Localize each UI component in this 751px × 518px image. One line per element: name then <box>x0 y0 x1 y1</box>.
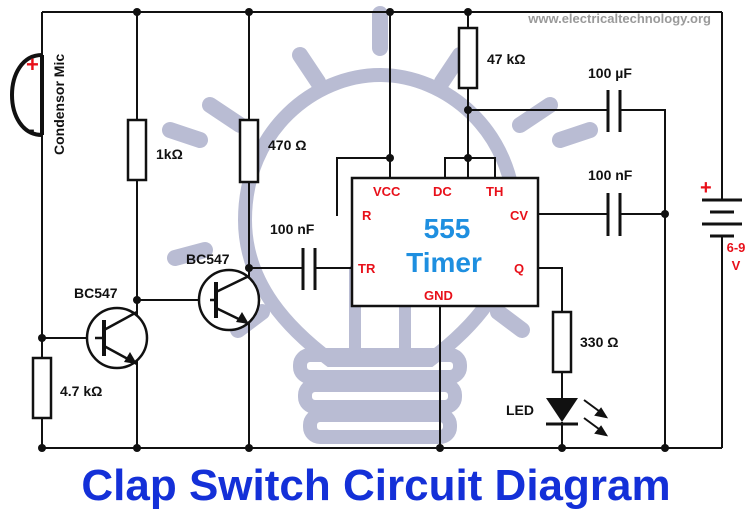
resistor-r1-label: 1kΩ <box>156 146 183 162</box>
microphone-icon <box>10 53 43 137</box>
resistor-r1: 1kΩ <box>126 118 183 182</box>
resistor-r3-label: 47 kΩ <box>487 51 525 67</box>
capacitor-cv-label: 100 nF <box>588 167 633 183</box>
pin-gnd-label: GND <box>424 288 453 303</box>
diagram-title: Clap Switch Circuit Diagram <box>81 461 670 510</box>
transistor-q2: BC547 <box>186 251 261 332</box>
resistor-r3: 47 kΩ <box>457 26 525 90</box>
resistor-r4: 4.7 kΩ <box>31 356 102 420</box>
junction-dots <box>38 8 669 452</box>
capacitor-coupling: 100 nF <box>270 221 317 290</box>
resistor-r4-label: 4.7 kΩ <box>60 383 102 399</box>
battery-plus-sign: + <box>700 177 712 199</box>
timer-title-word: Timer <box>406 247 482 278</box>
capacitor-timing-label: 100 µF <box>588 65 632 81</box>
resistor-r5: 330 Ω <box>551 310 618 374</box>
resistor-r5-label: 330 Ω <box>580 334 618 350</box>
capacitor-timing: 100 µF <box>588 65 632 132</box>
pin-vcc-label: VCC <box>373 184 401 199</box>
mic-plus-sign: + <box>26 52 39 77</box>
battery: + 6-9 V <box>700 177 745 273</box>
capacitor-coupling-label: 100 nF <box>270 221 315 237</box>
transistor-q1-label: BC547 <box>74 285 118 301</box>
pin-dc-label: DC <box>433 184 452 199</box>
condenser-mic: + - Condensor Mic <box>10 52 67 155</box>
battery-voltage-line2: V <box>732 258 741 273</box>
timer-title-number: 555 <box>424 213 471 244</box>
transistor-q2-label: BC547 <box>186 251 230 267</box>
mic-label: Condensor Mic <box>51 54 67 155</box>
pin-cv-label: CV <box>510 208 528 223</box>
transistor-q1: BC547 <box>74 285 149 370</box>
pin-q-label: Q <box>514 261 524 276</box>
light-rays-icon <box>583 399 609 437</box>
pin-r-label: R <box>362 208 372 223</box>
led: LED <box>506 398 609 437</box>
pin-th-label: TH <box>486 184 503 199</box>
mic-minus-sign: - <box>28 119 35 141</box>
watermark-text: www.electricaltechnology.org <box>527 11 711 26</box>
pin-tr-label: TR <box>358 261 376 276</box>
resistor-r2: 470 Ω <box>238 118 306 184</box>
resistor-r2-label: 470 Ω <box>268 137 306 153</box>
capacitor-cv: 100 nF <box>588 167 633 236</box>
timer-555-chip: VCC DC TH R CV TR Q GND 555 Timer <box>350 176 540 308</box>
led-label: LED <box>506 402 534 418</box>
battery-voltage-line1: 6-9 <box>727 240 746 255</box>
